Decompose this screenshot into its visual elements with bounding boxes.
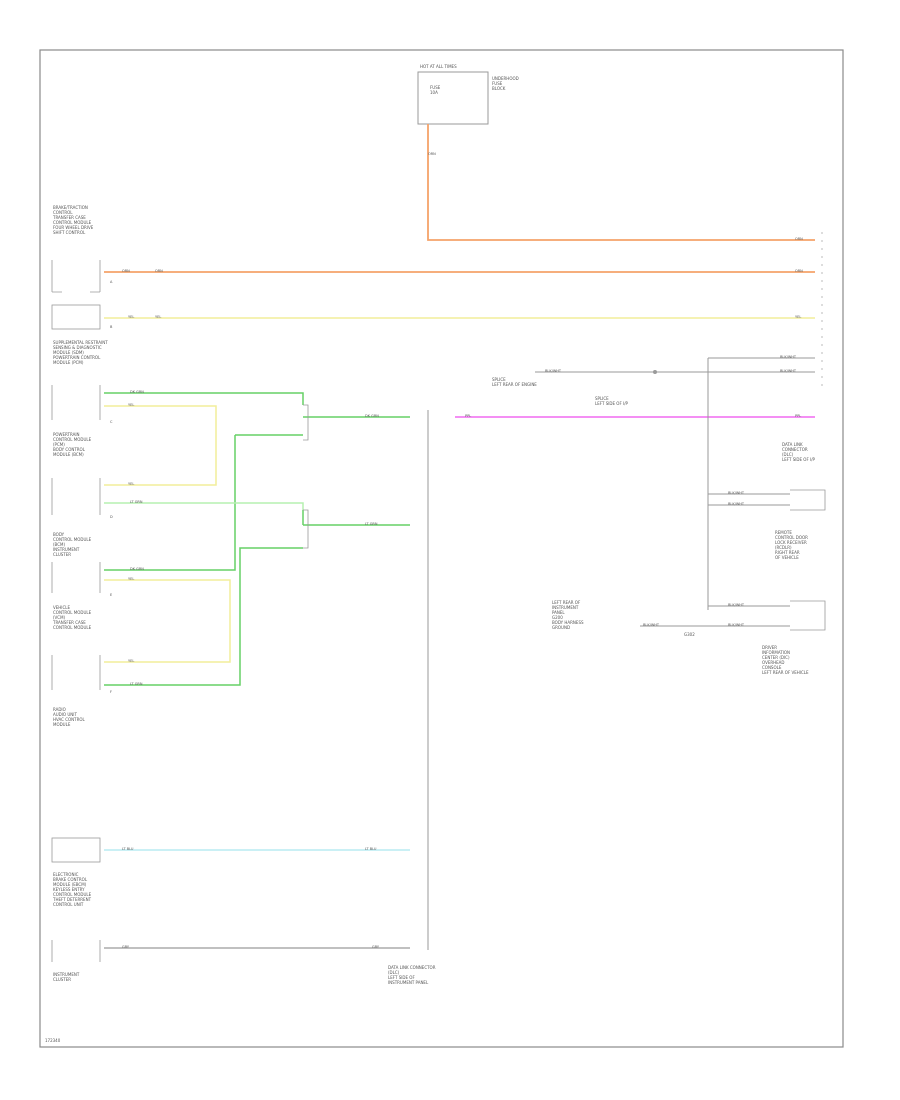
wire-tag-lt-green-1: LT GRN: [130, 500, 143, 504]
wire-green-upper: [104, 392, 410, 418]
wire-tag-grey-1: GRY: [122, 945, 130, 949]
wire-light-green: [104, 502, 304, 510]
hot-at-all-times-label: HOT AT ALL TIMES: [420, 64, 457, 69]
wire-tag-black-7: BLK/WHT: [728, 623, 745, 627]
module-box-7: [51, 837, 101, 863]
connector-right-2-box: [790, 600, 826, 631]
diagram-frame: [39, 49, 844, 1048]
wire-tag-yellow-4: YEL: [128, 403, 135, 407]
splice-dot-right: [653, 370, 657, 374]
module-box-3: [51, 385, 101, 420]
module-label-instrument: INSTRUMENT CLUSTER: [53, 972, 80, 982]
module-box-8: [51, 940, 101, 962]
pin-f: F: [110, 690, 113, 694]
module-label-powertrain: POWERTRAIN CONTROL MODULE (PCM) BODY CON…: [53, 432, 92, 457]
module-box-2: [51, 304, 101, 330]
wire-grey-right-conn1: [708, 493, 790, 506]
wire-tag-black-3: BLK/WHT: [780, 369, 797, 373]
wire-tag-yellow-3: YEL: [795, 315, 802, 319]
wire-tag-pink-2: PPL: [795, 414, 802, 418]
wire-tag-black-1: BLK/WHT: [780, 355, 797, 359]
ground-code: G302: [684, 632, 695, 637]
wire-tag-yellow-1: YEL: [128, 315, 135, 319]
module-label-body: BODY CONTROL MODULE (BCM) INSTRUMENT CLU…: [53, 532, 92, 557]
splice-bracket-upper: [303, 404, 309, 441]
wire-tag-yellow-6: YEL: [128, 577, 135, 581]
pin-d: D: [110, 515, 113, 519]
splice-right-top-label: SPLICE LEFT SIDE OF I/P: [595, 396, 628, 406]
pin-a: A: [110, 280, 113, 284]
module-label-radio: RADIO AUDIO UNIT HVAC CONTROL MODULE: [53, 707, 85, 727]
wire-tag-green-3: DK GRN: [130, 567, 144, 571]
wire-tag-yellow-5: YEL: [128, 482, 135, 486]
wire-tag-cyan-1: LT BLU: [122, 847, 134, 851]
module-label-electronic: ELECTRONIC BRAKE CONTROL MODULE (EBCM) K…: [53, 872, 92, 907]
wire-tag-green-1: DK GRN: [130, 390, 144, 394]
wire-tag-orange-3: ORN: [122, 269, 130, 273]
wire-tag-black-5: BLK/WHT: [728, 502, 745, 506]
pin-b: B: [110, 325, 113, 329]
wire-tag-orange-5: ORN: [795, 269, 803, 273]
wire-tag-orange-1: ORN: [428, 152, 436, 156]
wire-green-bottom: [104, 547, 303, 686]
module-box-4: [51, 478, 101, 515]
wire-yellow-branch-2: [104, 579, 231, 663]
dlc-label: DATA LINK CONNECTOR (DLC) LEFT SIDE OF I…: [388, 965, 436, 985]
wire-tag-black-4: BLK/WHT: [728, 491, 745, 495]
pin-e: E: [110, 593, 113, 597]
module-label-vehicle: VEHICLE CONTROL MODULE (VCM) TRANSFER CA…: [53, 605, 92, 630]
wire-tag-orange-4: ORN: [155, 269, 163, 273]
wire-tag-green-2: DK GRN: [365, 414, 379, 418]
wire-tag-yellow-2: YEL: [155, 315, 162, 319]
wire-tag-lt-green-2: LT GRN: [365, 522, 378, 526]
wire-tag-black-8: BLK/WHT: [643, 623, 660, 627]
fuse-label: FUSE 10A: [430, 85, 441, 95]
connector-right-3-label: DRIVER INFORMATION CENTER (DIC) OVERHEAD…: [762, 645, 809, 675]
module-label-top-left: BRAKE/TRACTION CONTROL TRANSFER CASE CON…: [53, 205, 94, 235]
wire-tag-pink-1: PPL: [465, 414, 472, 418]
wire-grey-right-conn2: [640, 605, 790, 627]
connector-right-2-label: REMOTE CONTROL DOOR LOCK RECEIVER (RCDLR…: [775, 530, 808, 560]
relay-centre-label: UNDERHOOD FUSE BLOCK: [492, 76, 519, 91]
wire-orange-feed: [427, 124, 815, 241]
module-label-srs: SUPPLEMENTAL RESTRAINT SENSING & DIAGNOS…: [53, 340, 108, 365]
wire-yellow-branch-1: [104, 405, 217, 486]
pin-c: C: [110, 420, 113, 424]
splice-bracket-lower: [303, 509, 309, 549]
module-box-1: [51, 260, 101, 293]
wire-tag-black-6: BLK/WHT: [728, 603, 745, 607]
wire-tag-orange-2: ORN: [795, 237, 803, 241]
wire-tag-cyan-2: LT BLU: [365, 847, 377, 851]
wire-grey-right-top: [535, 357, 815, 610]
footer-code: 172340: [45, 1038, 61, 1043]
wire-green-lower: [302, 510, 410, 526]
module-box-5: [51, 562, 101, 593]
wire-green-branch: [104, 434, 303, 571]
connector-right-1-label: DATA LINK CONNECTOR (DLC) LEFT SIDE OF I…: [782, 442, 815, 462]
module-box-6: [51, 655, 101, 690]
connector-right-1-box: [790, 489, 826, 511]
fuse-block: [417, 71, 489, 125]
wire-tag-black-2: BLK/WHT: [545, 369, 562, 373]
ground-label: LEFT REAR OF INSTRUMENT PANEL G200 BODY …: [552, 600, 584, 630]
wire-tag-yellow-7: YEL: [128, 659, 135, 663]
wire-tag-lt-green-3: LT GRN: [130, 682, 143, 686]
wire-tag-grey-2: GRY: [372, 945, 380, 949]
splice-right-label: SPLICE LEFT REAR OF ENGINE: [492, 377, 537, 387]
